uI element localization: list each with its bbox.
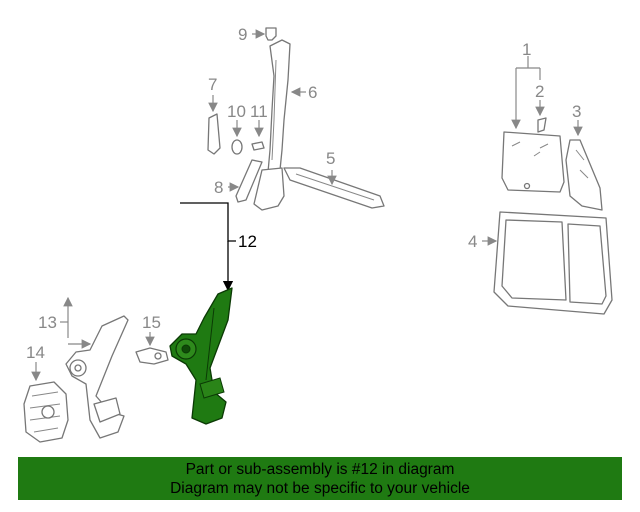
parts-diagram: 1 2 3 4 5 6 7 8 9 10 11 12 13 14 15 xyxy=(23,25,613,443)
callout-8: 8 xyxy=(214,178,223,197)
callout-6: 6 xyxy=(308,83,317,102)
part-14-motor xyxy=(23,362,69,443)
callout-13: 13 xyxy=(38,313,57,332)
callout-9: 9 xyxy=(238,25,247,44)
banner-line-2: Diagram may not be specific to your vehi… xyxy=(170,480,470,497)
callout-14: 14 xyxy=(26,343,45,362)
callout-1: 1 xyxy=(522,40,531,59)
callout-5: 5 xyxy=(326,149,335,168)
part-12-window-regulator xyxy=(169,202,236,425)
part-9-clip xyxy=(252,27,277,41)
part-10-grommet xyxy=(231,120,243,155)
part-2-latch xyxy=(535,100,547,133)
part-11-screw xyxy=(251,120,265,151)
info-banner: Part or sub-assembly is #12 in diagram D… xyxy=(18,457,622,500)
callout-11: 11 xyxy=(250,102,268,121)
callout-7: 7 xyxy=(208,75,217,94)
callout-15: 15 xyxy=(142,313,161,332)
part-15-crank-handle xyxy=(135,332,169,365)
callout-12: 12 xyxy=(238,232,257,251)
callout-2: 2 xyxy=(535,82,544,101)
part-7-trim-strip xyxy=(207,95,221,155)
part-13-regulator-assembly xyxy=(60,296,129,439)
part-8-trim-panel xyxy=(228,159,263,203)
part-5-sill-plate xyxy=(283,167,385,209)
callout-3: 3 xyxy=(572,102,581,121)
part-3-vent-glass xyxy=(565,120,603,211)
callout-4: 4 xyxy=(468,232,477,251)
callout-10: 10 xyxy=(227,102,246,121)
part-6-pillar-trim xyxy=(253,39,306,211)
part-1-glass xyxy=(501,56,565,193)
part-4-window-frame xyxy=(482,211,613,315)
banner-line-1: Part or sub-assembly is #12 in diagram xyxy=(185,461,455,478)
